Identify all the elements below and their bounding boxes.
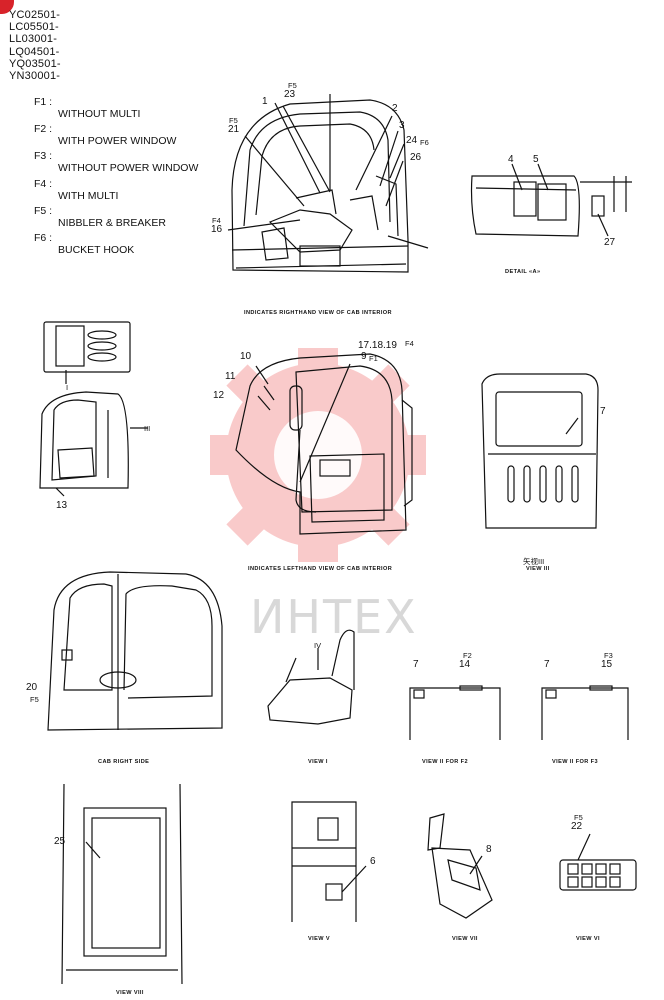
legend-code-f6: F6 :: [34, 232, 53, 244]
view-ii-f2-drawing: [409, 685, 501, 740]
callout-23: 23: [284, 89, 296, 100]
watermark-text: ИНТЕХ: [250, 590, 418, 644]
serial-4: YQ03501-: [9, 57, 61, 70]
caption-view-vi: VIEW VI: [576, 936, 600, 942]
caption-view-iii: VIEW III: [526, 566, 550, 572]
callout-f5-22: F5: [574, 813, 583, 822]
view-i-seat-drawing: [267, 629, 355, 725]
callout-f3-15: F3: [604, 651, 613, 660]
left-side-cab-drawing: [39, 391, 148, 497]
caption-cab-right-side: CAB RIGHT SIDE: [98, 759, 150, 765]
cab-interior-right-drawing: [227, 94, 429, 273]
caption-view-vii: VIEW VII: [452, 936, 478, 942]
callout-9: 9: [361, 351, 367, 362]
serial-2: LL03001-: [9, 33, 58, 46]
callout-f1-9: F1: [369, 354, 378, 363]
view-viii-panel-drawing: [61, 783, 183, 985]
serial-5: YN30001-: [9, 70, 61, 83]
serial-3: LQ04501-: [9, 45, 60, 58]
callout-7-view-ii-f3: 7: [544, 659, 550, 670]
callout-f6-24: F6: [420, 138, 429, 147]
legend-desc-f6: BUCKET HOOK: [58, 244, 135, 256]
legend-code-f5: F5 :: [34, 205, 53, 217]
callout-16: 16: [211, 224, 223, 235]
callout-26: 26: [410, 152, 422, 163]
callout-3: 3: [399, 120, 405, 131]
callout-14: 14: [459, 659, 471, 670]
callout-arrow-iii: III: [144, 424, 151, 433]
callout-22: 22: [571, 821, 583, 832]
caption-view-i: VIEW I: [308, 759, 328, 765]
serial-0: YC02501-: [9, 9, 61, 21]
view-vi-switch-drawing: [559, 833, 637, 891]
callout-7-view-ii-f2: 7: [413, 659, 419, 670]
callout-13: 13: [56, 500, 68, 511]
caption-lh-view: INDICATES LEFTHAND VIEW OF CAB INTERIOR: [248, 566, 393, 572]
callout-arrow-iv: IV: [314, 641, 322, 650]
callout-f5-20: F5: [30, 695, 39, 704]
view-iii-rear-drawing: [481, 373, 599, 529]
view-ii-f3-drawing: [541, 685, 629, 740]
legend-code-f2: F2 :: [34, 123, 53, 135]
callout-10: 10: [240, 351, 252, 362]
legend-desc-f4: WITH MULTI: [58, 190, 119, 202]
callout-21: 21: [228, 124, 240, 135]
caption-view-ii-f2: VIEW II FOR F2: [422, 759, 469, 765]
callout-f2-14: F2: [463, 651, 472, 660]
legend-desc-f2: WITH POWER WINDOW: [58, 135, 177, 147]
caption-rh-view: INDICATES RIGHTHAND VIEW OF CAB INTERIOR: [244, 310, 392, 316]
caption-view-viii: VIEW VIII: [116, 990, 144, 996]
serial-list: YC02501- LC05501- LL03001- LQ04501- YQ03…: [9, 9, 61, 82]
callout-25: 25: [54, 836, 66, 847]
cab-right-side-drawing: [47, 571, 223, 731]
callout-20: 20: [26, 682, 38, 693]
serial-1: LC05501-: [9, 21, 59, 34]
view-vii-joystick-drawing: [427, 813, 493, 919]
caption-view-iii-cn: 矢视III: [523, 557, 545, 566]
detail-a-drawing: [470, 163, 632, 237]
legend-code-f3: F3 :: [34, 150, 53, 162]
callout-arrow-i: I: [66, 383, 69, 392]
callout-5: 5: [533, 154, 539, 165]
top-view-drawing: [43, 321, 131, 384]
callout-8: 8: [486, 844, 492, 855]
callout-15: 15: [601, 659, 613, 670]
callout-f4-16: F4: [212, 216, 221, 225]
view-v-drawing: [291, 801, 367, 922]
callout-27: 27: [604, 237, 616, 248]
cab-interior-left-drawing: [235, 353, 413, 535]
legend-code-f1: F1 :: [34, 96, 53, 108]
callout-17-18-19: 17.18.19: [358, 340, 397, 351]
legend-desc-f5: NIBBLER & BREAKER: [58, 217, 166, 229]
caption-detail-a: DETAIL «A»: [505, 269, 541, 275]
legend-code-f4: F4 :: [34, 178, 53, 190]
callout-12: 12: [213, 390, 225, 401]
callout-2: 2: [392, 103, 398, 114]
callout-1: 1: [262, 96, 268, 107]
callout-4: 4: [508, 154, 514, 165]
caption-view-ii-f3: VIEW II FOR F3: [552, 759, 599, 765]
callout-24: 24: [406, 135, 418, 146]
callout-6: 6: [370, 856, 376, 867]
caption-view-v: VIEW V: [308, 936, 330, 942]
callout-f5-23: F5: [288, 81, 297, 90]
callout-f4-17: F4: [405, 339, 414, 348]
callout-f5-21: F5: [229, 116, 238, 125]
callout-7-view-iii: 7: [600, 406, 606, 417]
legend-desc-f3: WITHOUT POWER WINDOW: [58, 162, 199, 174]
callout-11: 11: [225, 371, 236, 382]
legend-desc-f1: WITHOUT MULTI: [58, 108, 141, 120]
